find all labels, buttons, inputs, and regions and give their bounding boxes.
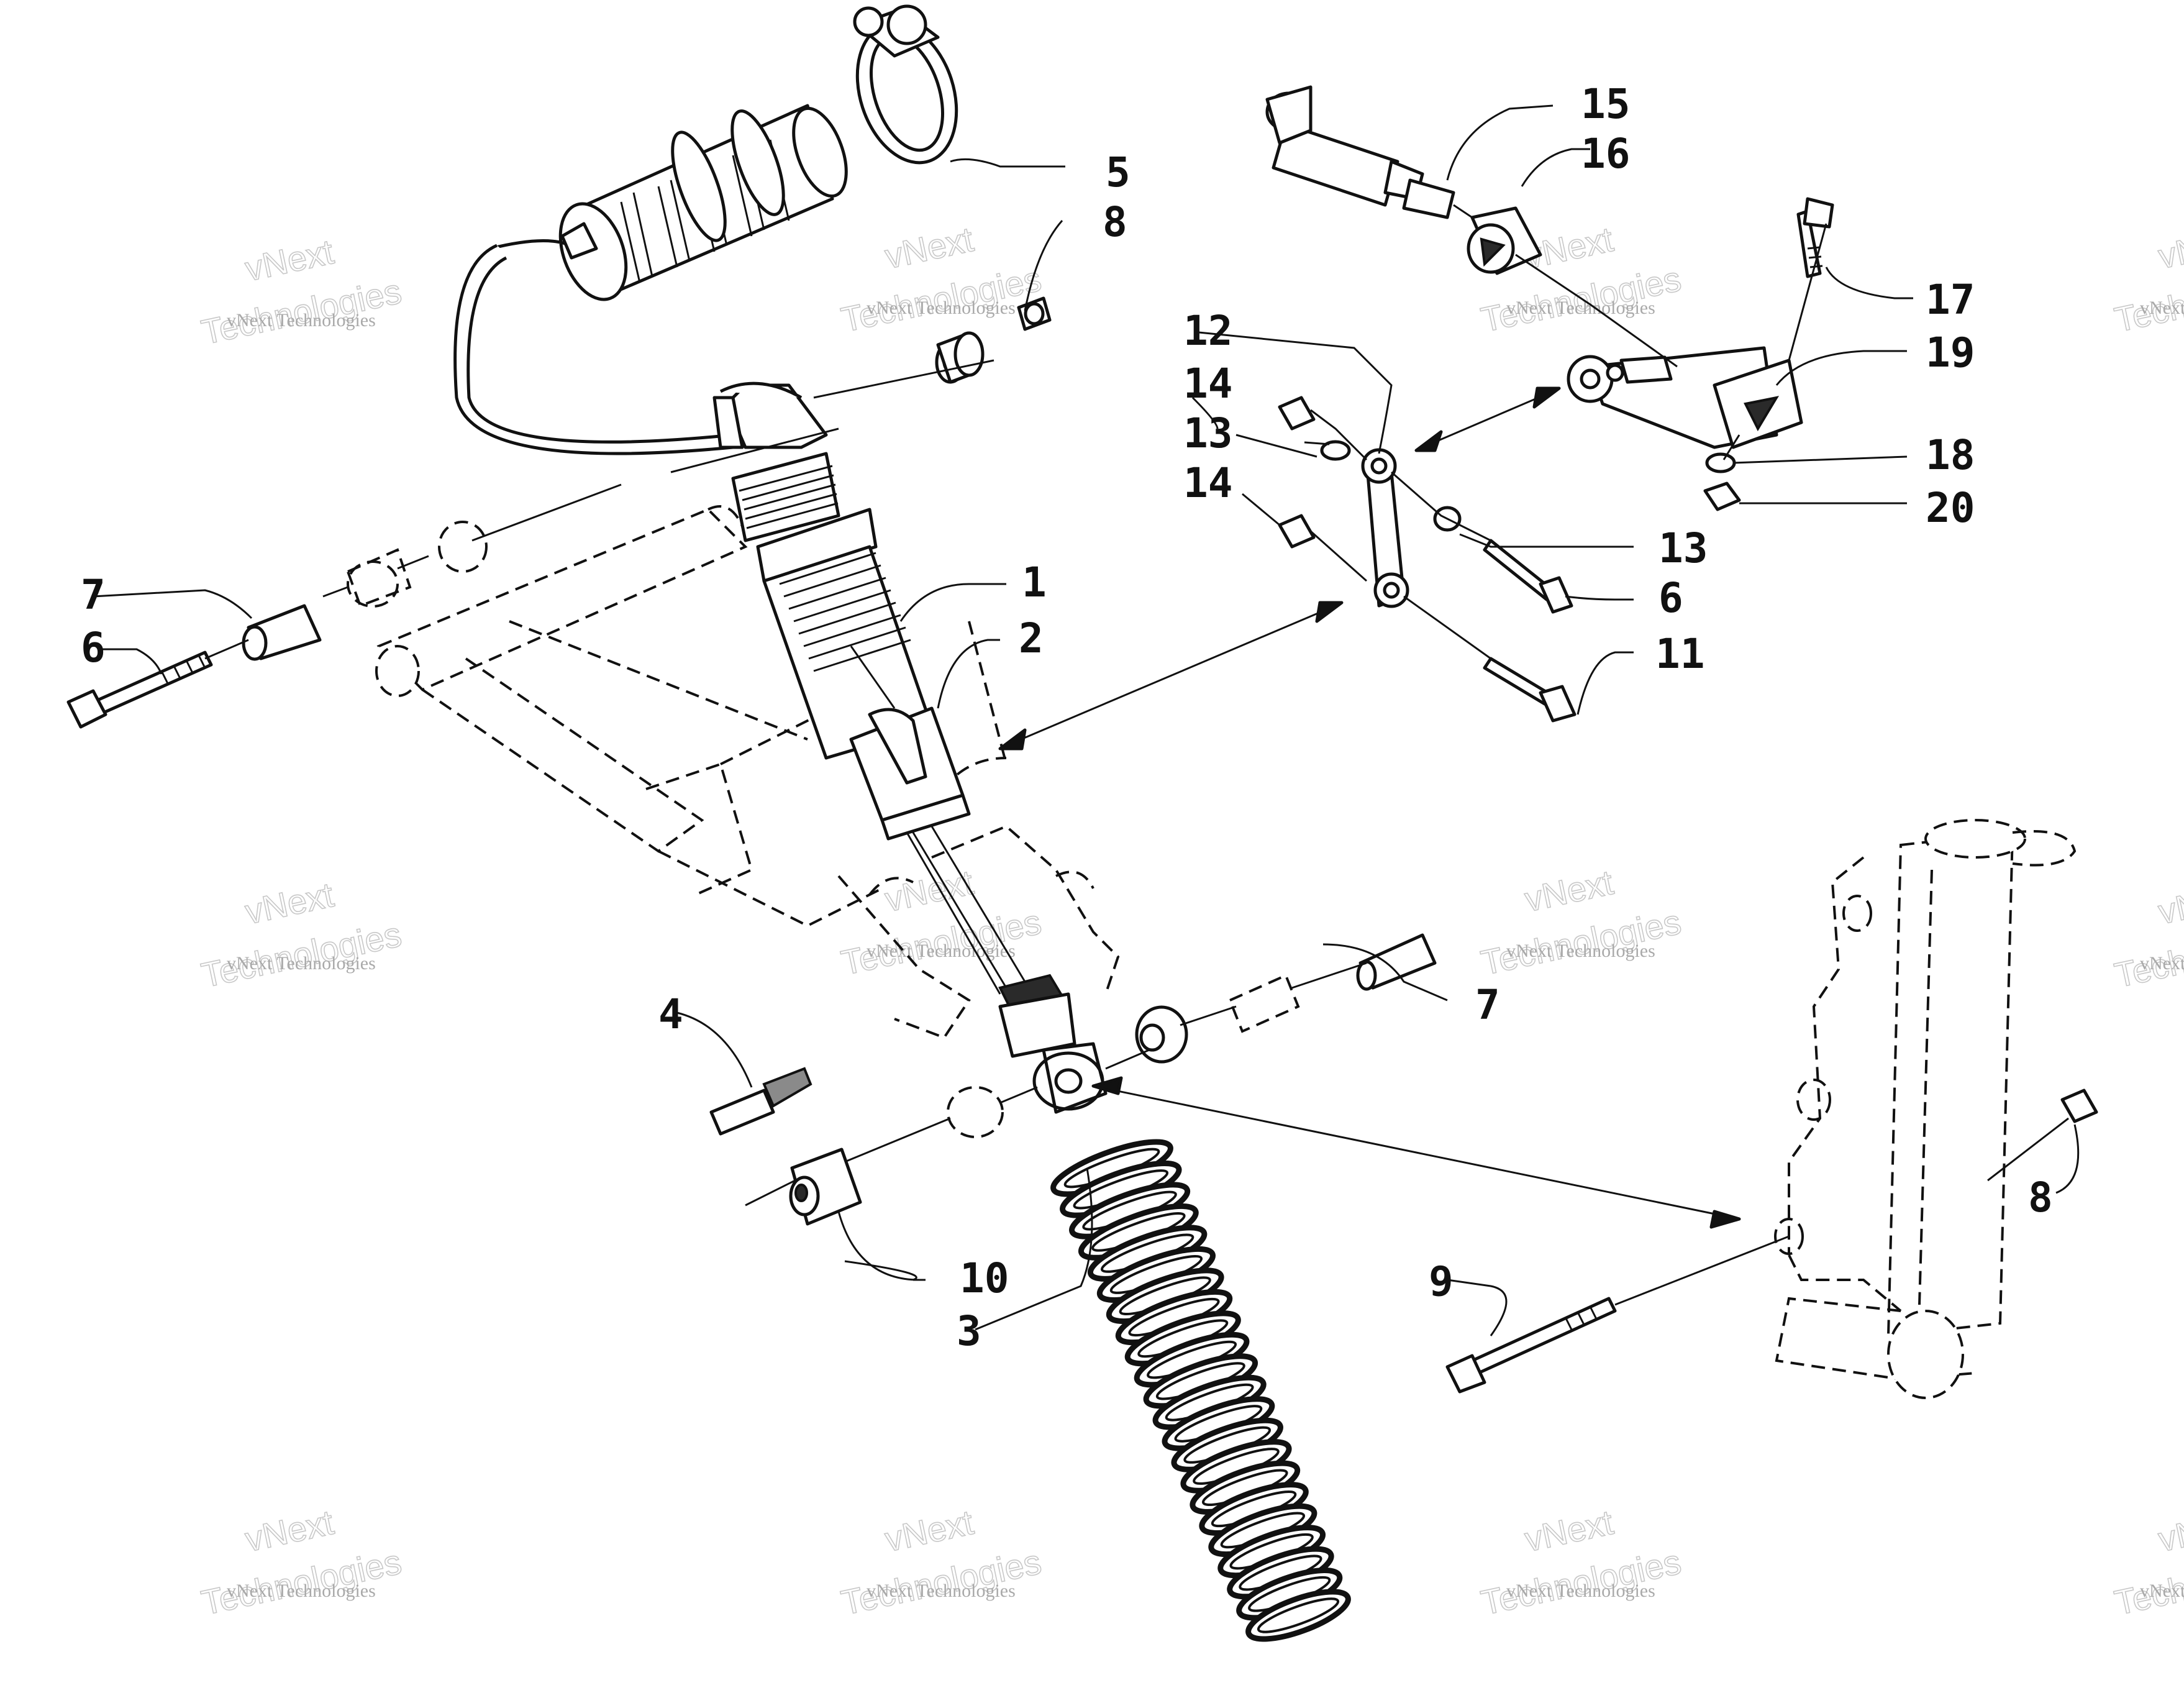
callout-17: 17 — [1926, 276, 1975, 324]
spring-coil — [1245, 1589, 1351, 1642]
watermark-line1: vNext — [881, 219, 977, 276]
callout-14: 14 — [1183, 360, 1232, 408]
callout-16: 16 — [1581, 130, 1630, 178]
watermark-small: vNext Technologies — [2140, 1581, 2184, 1601]
callout-6: 6 — [1658, 574, 1683, 622]
callout-8: 8 — [1103, 198, 1127, 246]
watermark-line1: vNext — [2155, 875, 2184, 931]
callout-7: 7 — [1475, 981, 1500, 1029]
watermark-small: vNext Technologies — [2140, 298, 2184, 318]
linkage — [1265, 85, 1803, 608]
spring-coil — [1257, 1597, 1340, 1633]
callout-7: 7 — [81, 571, 106, 619]
coil-spring — [1050, 1139, 1351, 1642]
callout-15: 15 — [1581, 80, 1630, 128]
callout-5: 5 — [1106, 148, 1131, 196]
callout-10: 10 — [960, 1254, 1009, 1302]
watermark-line1: vNext — [2155, 219, 2184, 276]
callout-12: 12 — [1183, 307, 1232, 355]
leader-lines — [93, 104, 2080, 1336]
swing-arm-dashed — [375, 505, 1120, 1039]
watermark-line1: vNext — [242, 1502, 337, 1559]
watermark-line1: vNext — [881, 1502, 977, 1559]
callout-2: 2 — [1019, 614, 1044, 662]
watermark-small: vNext Technologies — [1506, 941, 1655, 961]
watermark-small: vNext Technologies — [227, 953, 376, 974]
callout-4: 4 — [658, 990, 683, 1038]
watermark-line1: vNext — [1521, 862, 1617, 919]
bushings — [242, 331, 1437, 1226]
watermark-small: vNext Technologies — [867, 298, 1016, 318]
callout-11: 11 — [1655, 630, 1704, 678]
watermark-line1: vNext — [242, 232, 337, 288]
spindle-bracket-dashed — [1774, 819, 2077, 1399]
callout-20: 20 — [1926, 484, 1975, 532]
watermark-line1: vNext — [1521, 1502, 1617, 1559]
callout-1: 1 — [1022, 559, 1047, 606]
callout-13: 13 — [1658, 524, 1708, 572]
shock-absorber — [712, 381, 1108, 1114]
callout-3: 3 — [957, 1307, 981, 1355]
callout-8: 8 — [2028, 1174, 2053, 1221]
watermark-line1: vNext — [2155, 1502, 2184, 1559]
callout-13: 13 — [1183, 409, 1232, 457]
watermark-small: vNext Technologies — [867, 941, 1016, 961]
watermark-small: vNext Technologies — [227, 1581, 376, 1601]
watermark-small: vNext Technologies — [2140, 953, 2184, 974]
callout-9: 9 — [1429, 1258, 1454, 1305]
reservoir-assembly — [453, 4, 958, 455]
callout-14: 14 — [1183, 459, 1232, 507]
watermark-small: vNext Technologies — [227, 310, 376, 331]
watermark-line1: vNext — [242, 875, 337, 931]
watermark-small: vNext Technologies — [1506, 1581, 1655, 1601]
watermark-small: vNext Technologies — [867, 1581, 1016, 1601]
callout-18: 18 — [1926, 431, 1975, 479]
callout-19: 19 — [1926, 329, 1975, 377]
watermark-small: vNext Technologies — [1506, 298, 1655, 318]
callout-6: 6 — [81, 624, 106, 672]
fasteners — [66, 197, 2098, 1394]
